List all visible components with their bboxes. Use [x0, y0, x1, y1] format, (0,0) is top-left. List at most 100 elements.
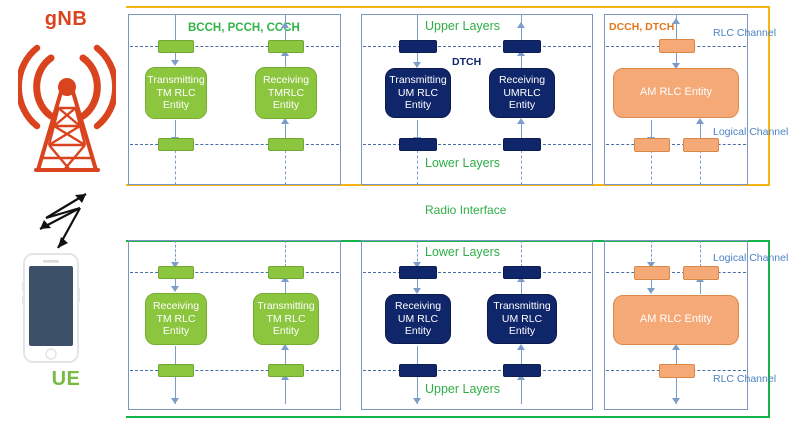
tm-ue-left-flow-top	[175, 240, 176, 266]
um-ue-upper-layers-label: Upper Layers	[425, 382, 501, 396]
entity-receiving-um-rlc-ue: Receiving UM RLC Entity	[385, 294, 451, 344]
tm-gnb-right-sap-upper	[268, 40, 304, 53]
um-gnb-right-arrow-b	[517, 50, 525, 56]
tm-gnb-right-arrow-c	[281, 118, 289, 124]
um-gnb-left-flow-top	[417, 14, 418, 46]
am-gnb-channel-label: DCCH, DTCH	[609, 21, 675, 33]
entity-line: Entity	[162, 325, 190, 338]
entity-transmitting-tm-rlc-ue: Transmitting TM RLC Entity	[253, 293, 319, 345]
entity-line: UMRLC	[503, 86, 541, 99]
um-gnb-right-sap-lower	[503, 138, 541, 151]
am-ue-sap-lower	[659, 364, 695, 378]
am-ue-center-flow-lower	[676, 376, 677, 404]
entity-line: TM RLC	[156, 312, 196, 325]
tm-ue-left-arrow-c	[171, 398, 179, 404]
am-gnb-sap-lower-left	[634, 138, 670, 152]
entity-line: Entity	[272, 99, 300, 112]
um-ue-right-arrow-a	[517, 276, 525, 282]
entity-line: Entity	[404, 99, 432, 112]
entity-line: Transmitting	[493, 299, 551, 312]
um-ue-right-arrow-b	[517, 344, 525, 350]
um-ue-upper-dashed-line	[363, 272, 591, 273]
tm-ue-right-flow-mid-b	[285, 346, 286, 372]
entity-line: Transmitting	[147, 73, 205, 86]
entity-receiving-um-rlc-gnb: Receiving UMRLC Entity	[489, 68, 555, 118]
entity-am-rlc-gnb: AM RLC Entity	[613, 68, 739, 118]
tm-ue-left-sap-upper	[158, 266, 194, 279]
um-gnb-right-arrow-c	[517, 118, 525, 124]
am-ue-center-arrow-down	[672, 398, 680, 404]
entity-line: Receiving	[394, 299, 442, 312]
ue-label: UE	[51, 368, 81, 390]
am-ue-upper-dashed-line	[606, 272, 746, 273]
um-ue-lower-layers-label: Lower Layers	[425, 245, 501, 259]
um-ue-left-flow-top	[417, 240, 418, 266]
entity-line: UM RLC	[397, 86, 439, 99]
entity-line: Entity	[272, 325, 300, 338]
tm-ue-left-arrow-a	[171, 262, 179, 268]
entity-line: Entity	[508, 325, 536, 338]
entity-line: Entity	[162, 99, 190, 112]
um-ue-right-sap-lower	[503, 364, 541, 377]
um-ue-left-arrow-a	[413, 262, 421, 268]
am-gnb-left-flow-bottom	[651, 150, 652, 185]
tm-gnb-right-sap-lower	[268, 138, 304, 151]
tm-ue-left-sap-lower	[158, 364, 194, 377]
um-gnb-right-flow-bottom	[521, 150, 522, 185]
entity-line: AM RLC Entity	[639, 86, 713, 99]
tm-gnb-upper-dashed-line	[130, 46, 339, 47]
tm-ue-right-flow-bottom	[285, 376, 286, 404]
am-gnb-sap-upper	[659, 39, 695, 53]
um-ue-right-flow-bottom	[521, 376, 522, 404]
um-gnb-left-sap-lower	[399, 138, 437, 151]
um-gnb-left-flow-mid-b	[417, 120, 418, 146]
am-ue-center-arrow-up	[672, 344, 680, 350]
um-gnb-lower-layers-label: Lower Layers	[425, 156, 501, 170]
entity-line: Transmitting	[389, 73, 447, 86]
am-gnb-logical-channel-label: Logical Channel	[713, 126, 789, 138]
entity-line: AM RLC Entity	[639, 313, 713, 326]
am-gnb-left-flow-lower	[651, 120, 652, 146]
um-gnb-right-flow-mid-b	[521, 120, 522, 146]
tm-ue-left-flow-mid-b	[175, 346, 176, 372]
entity-am-rlc-ue: AM RLC Entity	[613, 295, 739, 345]
entity-line: TM RLC	[156, 86, 196, 99]
tm-ue-right-sap-upper	[268, 266, 304, 279]
um-ue-left-flow-bottom	[417, 376, 418, 404]
entity-line: Receiving	[152, 299, 200, 312]
panel-tm-gnb	[128, 14, 341, 185]
am-gnb-rlc-channel-label: RLC Channel	[713, 27, 777, 39]
um-ue-left-arrow-b	[413, 288, 421, 294]
smartphone-icon	[22, 253, 80, 363]
am-gnb-right-flow-bottom	[700, 150, 701, 185]
entity-line: Transmitting	[257, 299, 315, 312]
am-gnb-right-arrow-lower	[696, 118, 704, 124]
tm-ue-right-arrow-b	[281, 344, 289, 350]
am-ue-center-flow-upper	[676, 346, 677, 372]
am-ue-right-flow-mid	[700, 278, 701, 294]
tm-gnb-right-flow-mid-b	[285, 120, 286, 146]
am-gnb-center-flow-mid	[676, 50, 677, 68]
entity-line: Receiving	[498, 73, 546, 86]
um-ue-right-flow-mid-a	[521, 278, 522, 294]
am-ue-left-arrow-a	[647, 262, 655, 268]
tm-ue-upper-dashed-line	[130, 272, 339, 273]
um-gnb-left-flow-mid-a	[417, 46, 418, 66]
um-gnb-left-arrow-a	[413, 62, 421, 68]
entity-transmitting-tm-rlc-gnb: Transmitting TM RLC Entity	[145, 67, 207, 119]
um-ue-left-flow-mid-b	[417, 346, 418, 372]
um-gnb-right-flow-top	[521, 14, 522, 46]
panel-um-gnb	[361, 14, 593, 185]
gnb-label: gNB	[44, 8, 88, 30]
um-gnb-right-sap-upper	[503, 40, 541, 53]
gnb-domain-boundary	[126, 6, 770, 186]
tm-ue-right-flow-top	[285, 240, 286, 272]
tm-gnb-left-arrow-a	[171, 60, 179, 66]
um-gnb-left-flow-bottom	[417, 150, 418, 185]
am-ue-right-flow-top	[700, 240, 701, 272]
tm-gnb-right-flow-mid-a	[285, 52, 286, 68]
um-gnb-upper-dashed-line	[363, 46, 591, 47]
am-ue-logical-channel-label: Logical Channel	[713, 252, 789, 264]
panel-um-ue	[361, 240, 593, 410]
